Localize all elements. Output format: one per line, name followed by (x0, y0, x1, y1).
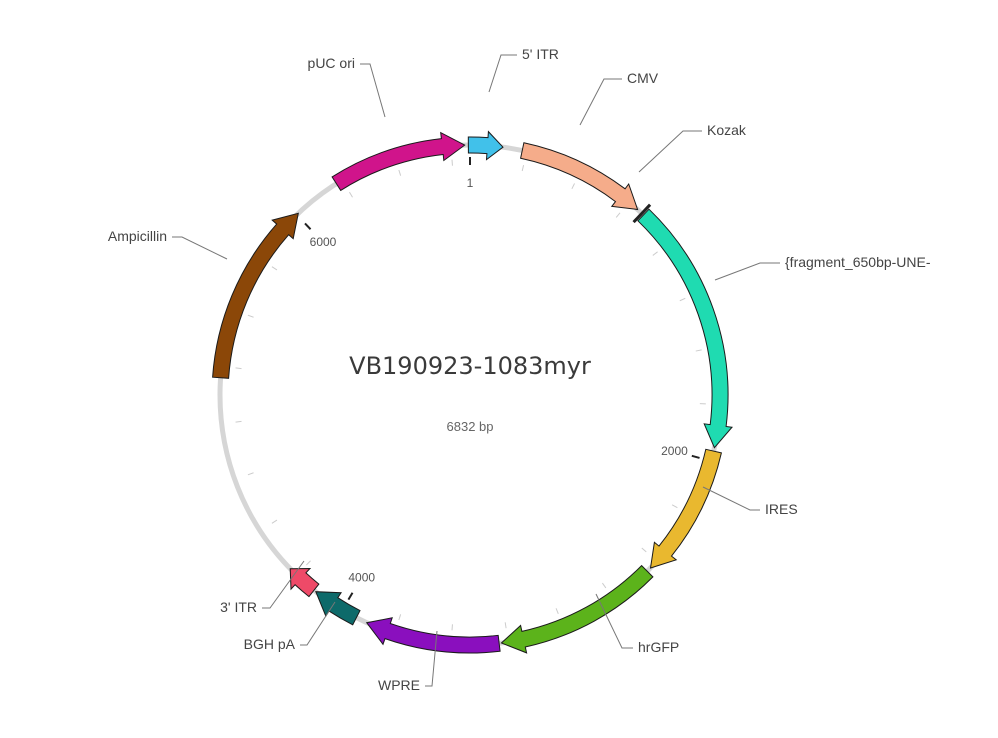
leader-itr5 (488, 54, 517, 93)
leader-hrgfp (595, 593, 633, 649)
minor-tick-marks (235, 159, 706, 631)
leader-ires (702, 486, 760, 511)
feature-label-itr3: 3' ITR (220, 599, 257, 615)
feature-labels: 5' ITR CMV Kozak {fragment_650bp-UNE- IRES hr… (108, 46, 931, 693)
feature-ires-arrow (649, 448, 722, 569)
feature-bghpa-arrow (315, 591, 361, 626)
feature-label-wpre: WPRE (378, 677, 420, 693)
minor-tick (235, 420, 242, 423)
minor-tick (641, 547, 647, 553)
tick-label: 4000 (348, 570, 375, 584)
major-tick (304, 222, 312, 230)
leader-wpre (425, 630, 438, 687)
feature-cmv-arrow (520, 142, 639, 211)
leader-itr3 (262, 560, 305, 609)
feature-label-cmv: CMV (627, 70, 659, 86)
feature-leader-lines (172, 54, 780, 687)
major-tick (347, 592, 354, 601)
feature-itr3-arrow (289, 567, 320, 598)
minor-tick (695, 349, 702, 352)
feature-label-bghpa: BGH pA (244, 636, 296, 652)
feature-itr5-arrow (467, 130, 504, 161)
minor-tick (679, 297, 686, 302)
minor-tick (555, 608, 559, 615)
minor-tick (235, 367, 242, 370)
leader-fragment (714, 262, 780, 281)
feature-wpre-arrow (365, 617, 501, 654)
minor-tick (521, 165, 525, 172)
feature-label-itr5: 5' ITR (522, 46, 559, 62)
tick-label: 2000 (661, 444, 688, 458)
minor-tick (652, 251, 658, 256)
feature-label-hrgfp: hrGFP (638, 639, 679, 655)
feature-arrows (212, 130, 733, 654)
minor-tick (671, 504, 678, 509)
feature-label-fragment: {fragment_650bp-UNE- (785, 254, 931, 270)
tick-label: 6000 (310, 235, 337, 249)
minor-tick (271, 266, 278, 271)
minor-tick (398, 169, 402, 176)
feature-kozak (632, 203, 652, 224)
minor-tick (247, 472, 254, 476)
feature-puc-arrow (331, 131, 466, 192)
minor-tick (306, 560, 311, 566)
plasmid-name: VB190923-1083myr (349, 352, 591, 380)
minor-tick (247, 314, 254, 318)
leader-puc (360, 63, 386, 118)
feature-label-amp: Ampicillin (108, 228, 167, 244)
feature-fragment-arrow (637, 208, 733, 449)
minor-tick (504, 622, 507, 629)
minor-tick (615, 212, 621, 218)
feature-hrgfp-arrow (500, 564, 654, 654)
minor-tick (349, 191, 353, 198)
minor-tick (571, 183, 575, 190)
major-tick (691, 454, 700, 459)
leader-amp (172, 236, 228, 260)
feature-label-ires: IRES (765, 501, 798, 517)
tick-label: 1 (467, 176, 474, 190)
feature-amp-arrow (212, 212, 299, 379)
feature-label-puc: pUC ori (308, 55, 355, 71)
minor-tick (271, 519, 278, 524)
major-tick-marks: 1 2000 4000 6000 (304, 157, 700, 601)
leader-kozak (638, 130, 702, 173)
leader-cmv (579, 78, 622, 126)
minor-tick (398, 614, 402, 621)
minor-tick (601, 582, 607, 589)
leader-bghpa (300, 601, 336, 646)
feature-label-kozak: Kozak (707, 122, 747, 138)
plasmid-size: 6832 bp (447, 419, 494, 434)
